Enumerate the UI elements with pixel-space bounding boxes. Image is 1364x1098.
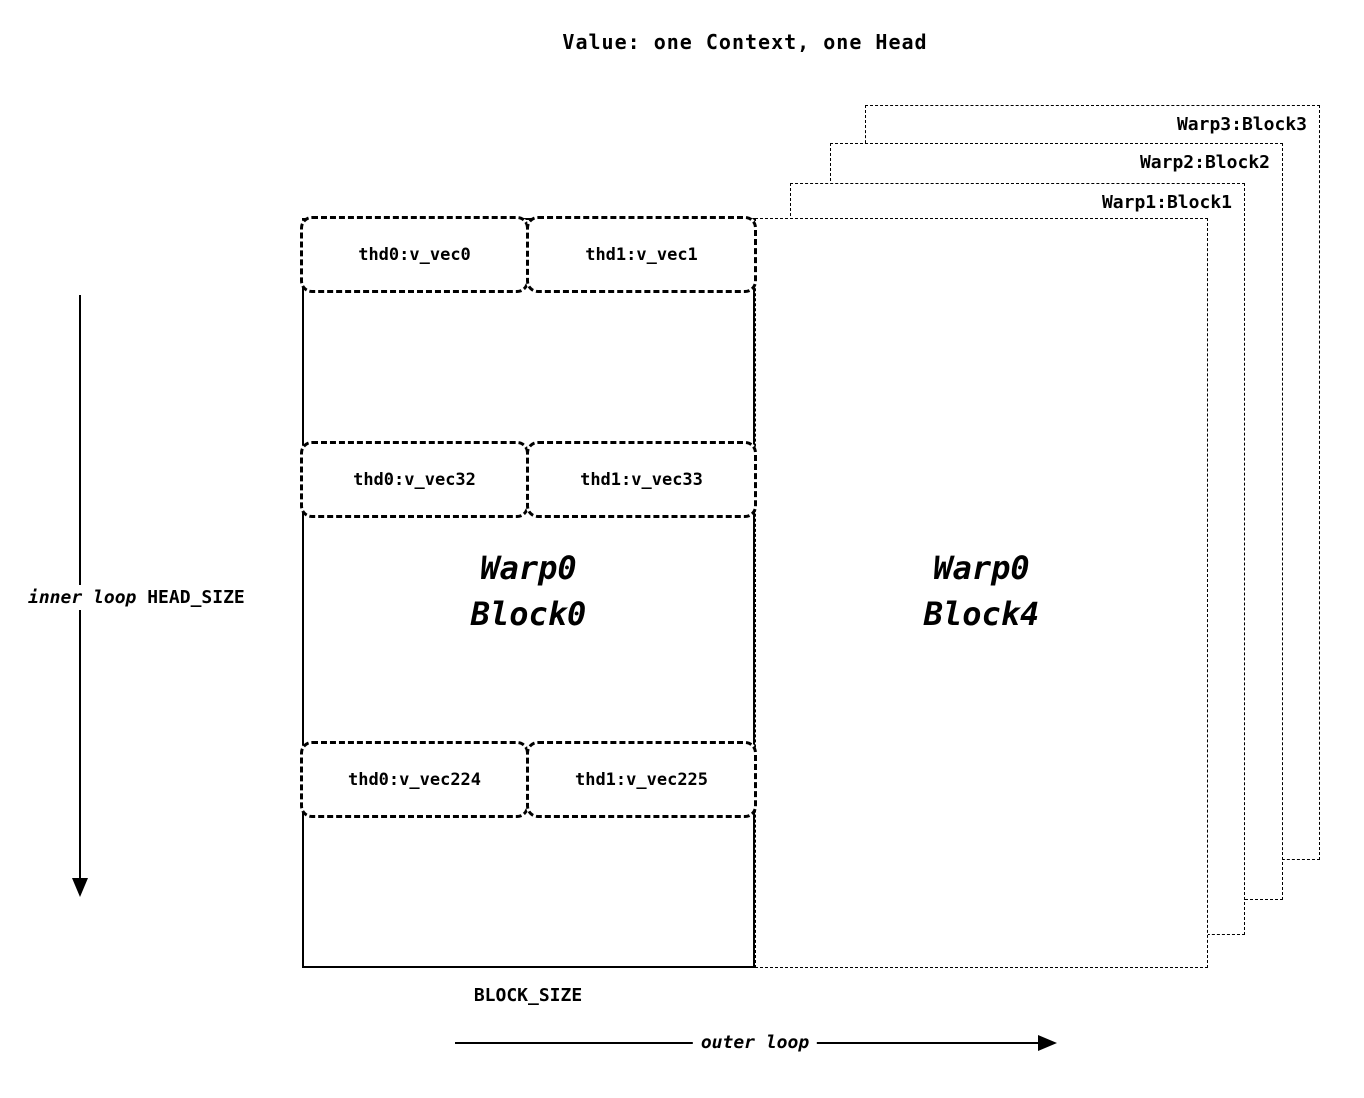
- warp2-block2-label: Warp2:Block2: [1139, 152, 1270, 173]
- thd1-vvec225-box: thd1:v_vec225: [526, 741, 757, 818]
- diagram-title: Value: one Context, one Head: [562, 30, 928, 54]
- outer-loop-label: outer loop: [692, 1032, 818, 1053]
- warp0-block0-label: Warp0 Block0: [302, 545, 755, 638]
- warp0-block4-label-line1: Warp0: [933, 549, 1030, 587]
- thd0-vvec0-box: thd0:v_vec0: [300, 216, 529, 293]
- warp0-block4-label-line2: Block4: [923, 595, 1040, 634]
- inner-loop-label: inner loop: [28, 587, 137, 608]
- warp3-block3-label: Warp3:Block3: [1176, 114, 1307, 135]
- warp0-block4-label: Warp0 Block4: [755, 545, 1208, 638]
- inner-loop-axis-label: inner loop HEAD_SIZE: [24, 585, 249, 610]
- thd1-vvec33-box: thd1:v_vec33: [526, 441, 757, 518]
- warp0-block0-label-line1: Warp0: [480, 549, 577, 587]
- warp0-block0-label-line2: Block0: [470, 595, 587, 634]
- inner-loop-arrowhead-icon: [72, 878, 88, 897]
- warp0-block0-box: [302, 218, 755, 968]
- thd0-vvec32-box: thd0:v_vec32: [300, 441, 529, 518]
- thd1-vvec1-box: thd1:v_vec1: [526, 216, 757, 293]
- head-size-label: HEAD_SIZE: [147, 587, 245, 608]
- warp0-block4-box: [755, 218, 1208, 968]
- thd0-vvec224-box: thd0:v_vec224: [300, 741, 529, 818]
- block-size-label: BLOCK_SIZE: [473, 985, 583, 1006]
- outer-loop-arrowhead-icon: [1038, 1035, 1057, 1051]
- warp1-block1-label: Warp1:Block1: [1101, 192, 1232, 213]
